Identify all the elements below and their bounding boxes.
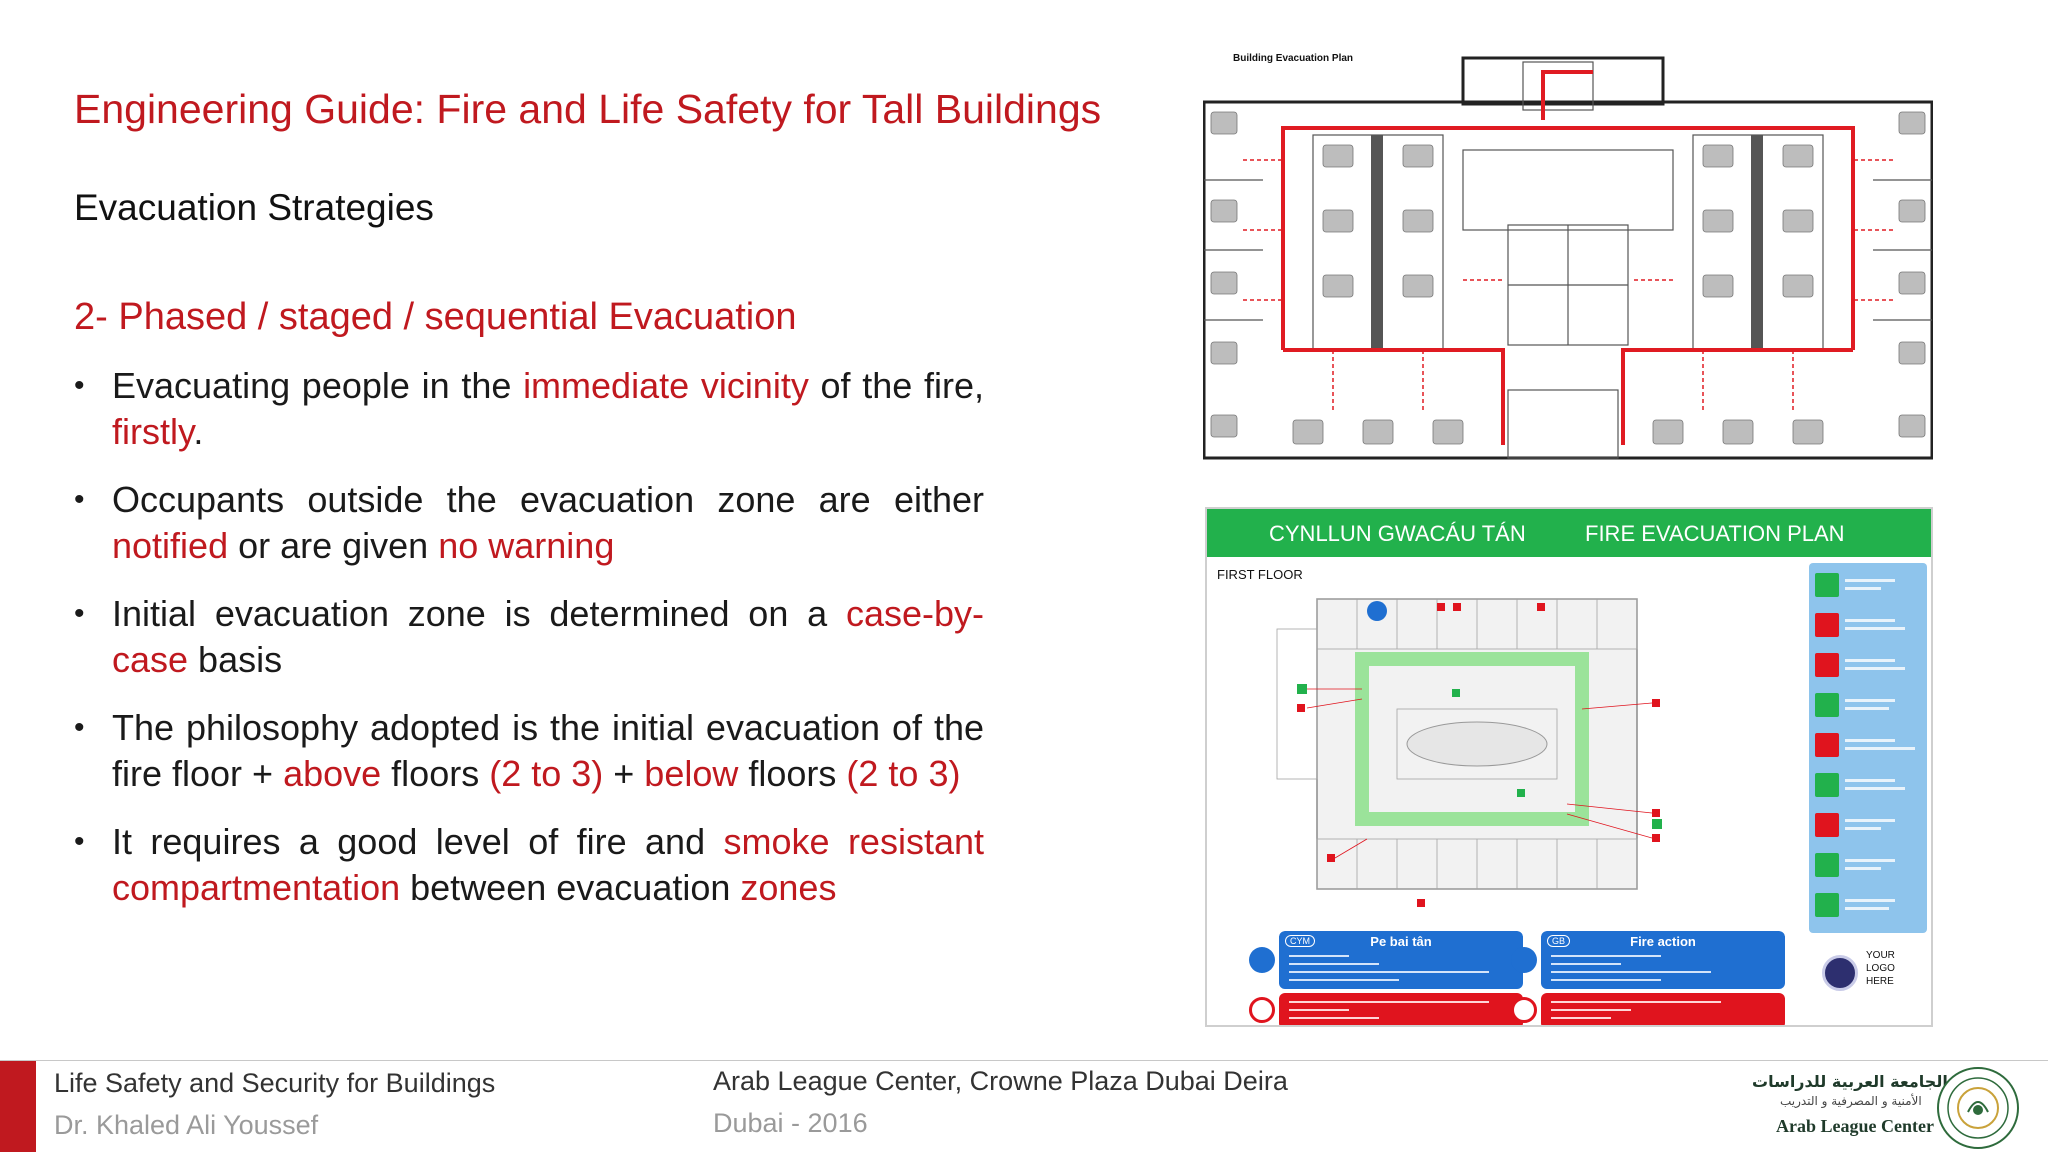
highlight-text: (2 to 3) xyxy=(489,753,604,794)
highlight-text: zones xyxy=(740,867,837,908)
bullet-dot: • xyxy=(74,369,85,402)
highlight-text: no warning xyxy=(438,525,615,566)
legend-first-aid xyxy=(1815,853,1923,877)
bullet-text: floors xyxy=(738,753,847,794)
fire-exit-icon xyxy=(1815,573,1839,597)
bullet-dot: • xyxy=(74,711,85,744)
plan-title: Building Evacuation Plan xyxy=(1233,53,1354,64)
prohibition-icon xyxy=(1249,997,1275,1023)
info-icon xyxy=(1249,947,1275,973)
bullet-item: • Initial evacuation zone is determined o… xyxy=(74,591,984,683)
bullet-text: of the fire, xyxy=(808,365,984,406)
legend-hose-reel xyxy=(1815,813,1923,837)
legend-fire-exit xyxy=(1815,573,1923,597)
footer-accent-bar xyxy=(0,1061,36,1152)
bullet-text: The philosophy adopted is the initial ev… xyxy=(112,707,984,794)
first-floor-plan xyxy=(1276,598,1662,907)
org-subtitle-arabic: الأمنية و المصرفية و التدريب xyxy=(1780,1094,1922,1108)
sub-heading: 2- Phased / staged / sequential Evacuati… xyxy=(74,296,797,338)
card-english-badge: GB xyxy=(1547,935,1571,947)
info-icon xyxy=(1511,947,1537,973)
bullet-text: floors xyxy=(381,753,490,794)
highlight-text: above xyxy=(283,753,382,794)
footer-divider xyxy=(0,1060,2048,1061)
phone-icon xyxy=(1815,773,1839,797)
legend-extinguisher xyxy=(1815,613,1923,637)
refuge-point-icon xyxy=(1815,893,1839,917)
org-name-english: Arab League Center xyxy=(1776,1116,1934,1136)
bullet-dot: • xyxy=(74,597,85,630)
hose-reel-icon xyxy=(1815,813,1839,837)
legend-call-point xyxy=(1815,653,1923,677)
prohibition-icon xyxy=(1511,997,1537,1023)
slide-title: Engineering Guide: Fire and Life Safety … xyxy=(74,86,1102,132)
section-title: Evacuation Strategies xyxy=(74,187,434,228)
footer-author: Dr. Khaled Ali Youssef xyxy=(54,1110,319,1140)
building-evacuation-plan-image xyxy=(1203,56,1933,460)
bullet-text: . xyxy=(193,411,204,452)
legend-assembly-point xyxy=(1815,693,1923,717)
logo-icon xyxy=(1822,955,1858,991)
highlight-text: immediate vicinity xyxy=(523,365,809,406)
bullet-text: Occupants outside the evacuation zone ar… xyxy=(112,479,984,520)
highlight-text: firstly xyxy=(112,411,194,452)
extinguisher-icon xyxy=(1815,613,1839,637)
arab-league-seal-icon xyxy=(1937,1067,2019,1149)
card-welsh-title: Pe bai tân xyxy=(1370,934,1432,949)
legend-refuge-point xyxy=(1815,893,1923,917)
bullet-text: basis xyxy=(188,639,283,680)
bullet-dot: • xyxy=(74,483,85,516)
sign-title-english: FIRE EVACUATION PLAN xyxy=(1585,521,1845,546)
sign-title-welsh: CYNLLUN GWACÁU TÁN xyxy=(1269,521,1526,546)
sign-header: CYNLLUN GWACÁU TÁN FIRE EVACUATION PLAN xyxy=(1207,509,1931,557)
bullet-item: • Occupants outside the evacuation zone a… xyxy=(74,477,984,569)
card-welsh-badge: CYM xyxy=(1285,935,1315,947)
bullet-dot: • xyxy=(74,825,85,858)
fire-evacuation-plan-sign: CYNLLUN GWACÁU TÁN FIRE EVACUATION PLAN … xyxy=(1205,507,1933,1027)
bullet-list: • Evacuating people in the immediate vici… xyxy=(74,363,984,933)
bullet-item: • The philosophy adopted is the initial e… xyxy=(74,705,984,797)
highlight-text: notified xyxy=(112,525,229,566)
bullet-item: • Evacuating people in the immediate vici… xyxy=(74,363,984,455)
assembly-point-icon xyxy=(1815,693,1839,717)
legend-phone xyxy=(1815,773,1923,797)
bullet-text: or are given xyxy=(228,525,439,566)
card-english-title: Fire action xyxy=(1630,934,1696,949)
bullet-text: It requires a good level of fire and xyxy=(112,821,724,862)
highlight-text: (2 to 3) xyxy=(846,753,961,794)
footer-venue: Arab League Center, Crowne Plaza Dubai D… xyxy=(713,1066,1288,1096)
bullet-text: + xyxy=(603,753,645,794)
legend-emergency-phone xyxy=(1815,733,1923,757)
card-welsh: CYM Pe bai tân xyxy=(1279,931,1523,1025)
bullet-item: • It requires a good level of fire and sm… xyxy=(74,819,984,911)
bullet-text: between evacuation xyxy=(400,867,741,908)
highlight-text: below xyxy=(644,753,739,794)
card-english: GB Fire action xyxy=(1541,931,1785,1025)
sign-legend xyxy=(1809,563,1927,933)
bullet-text: Initial evacuation zone is determined on… xyxy=(112,593,846,634)
logo-placeholder-text: YOUR LOGO HERE xyxy=(1866,950,1895,987)
bullet-text: Evacuating people in the xyxy=(112,365,524,406)
first-aid-icon xyxy=(1815,853,1839,877)
footer-course: Life Safety and Security for Buildings xyxy=(54,1068,496,1098)
sign-floor-label: FIRST FLOOR xyxy=(1217,567,1303,582)
highlight-text: smoke resistant compartmentation xyxy=(112,821,985,908)
emergency-phone-icon xyxy=(1815,733,1839,757)
highlight-text: case-by-case xyxy=(112,593,984,680)
footer-date: Dubai - 2016 xyxy=(713,1108,868,1138)
org-name-arabic: مركز الجامعة العربية للدراسات xyxy=(1752,1072,1993,1091)
call-point-icon xyxy=(1815,653,1839,677)
